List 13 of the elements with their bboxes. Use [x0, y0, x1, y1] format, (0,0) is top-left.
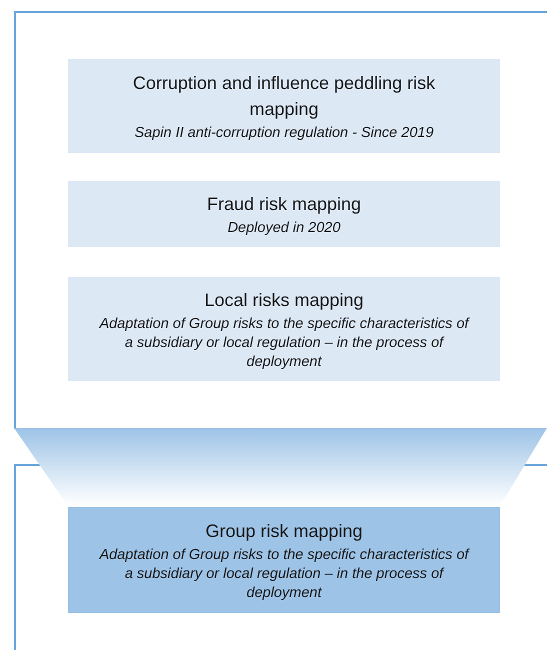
box-title: Corruption and influence peddling risk mapping	[132, 72, 436, 121]
box-description: Sapin II anti-corruption regulation - Since 2019	[134, 124, 434, 142]
box-description: Adaptation of Group risks to the specific characteristics of a subsidiary or local regulation – in the process of deployment	[99, 314, 469, 372]
mapping-box	[68, 181, 500, 247]
box-title: Group risk mapping	[205, 520, 363, 543]
box-title: Local risks mapping	[204, 288, 364, 312]
mapping-box	[68, 507, 500, 613]
mapping-box	[68, 59, 500, 153]
box-title: Fraud risk mapping	[206, 192, 362, 216]
frame	[14, 11, 547, 429]
box-description: Deployed in 2020	[228, 218, 340, 238]
mapping-box	[68, 277, 500, 381]
box-description: Adaptation of Group risks to the specific characteristics of a subsidiary or local regulation – in the process of deployment	[99, 546, 469, 602]
